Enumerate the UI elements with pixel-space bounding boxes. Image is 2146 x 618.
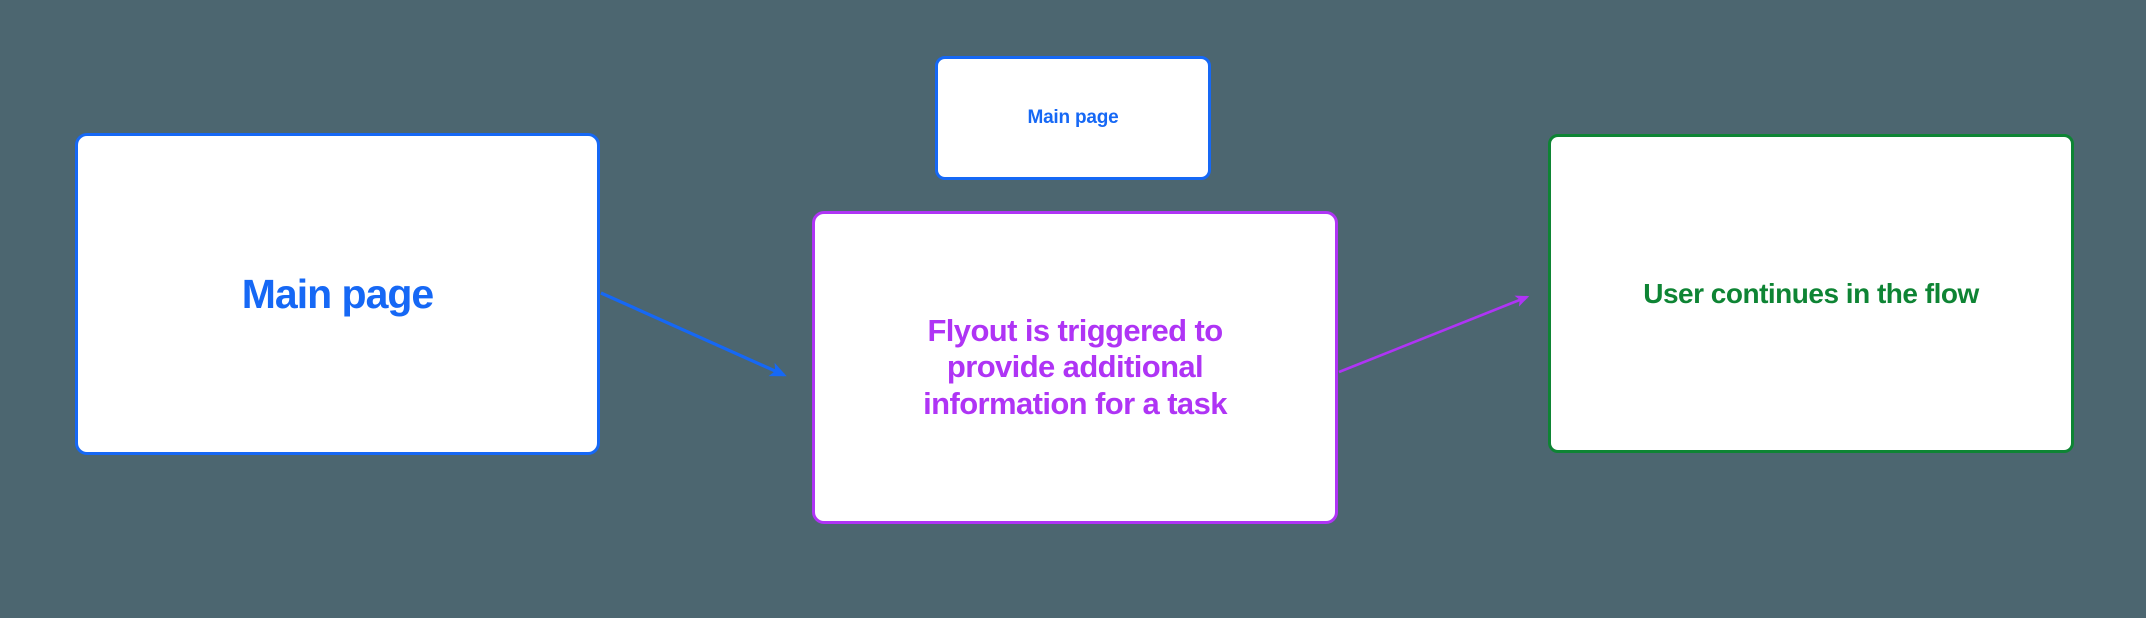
edge-main-page-to-flyout xyxy=(600,291,787,377)
node-main-page-small-label: Main page xyxy=(1027,106,1119,128)
node-flyout[interactable]: Flyout is triggered to provide additiona… xyxy=(812,211,1338,524)
node-user-continues[interactable]: User continues in the flow xyxy=(1548,134,2074,453)
node-user-continues-label: User continues in the flow xyxy=(1643,277,1979,309)
node-flyout-label: Flyout is triggered to provide additiona… xyxy=(923,312,1227,421)
edge-flyout-to-user-continues xyxy=(1338,295,1530,374)
node-main-page-large[interactable]: Main page xyxy=(75,133,600,455)
node-main-page-small[interactable]: Main page xyxy=(935,56,1211,180)
node-main-page-large-label: Main page xyxy=(241,270,434,317)
